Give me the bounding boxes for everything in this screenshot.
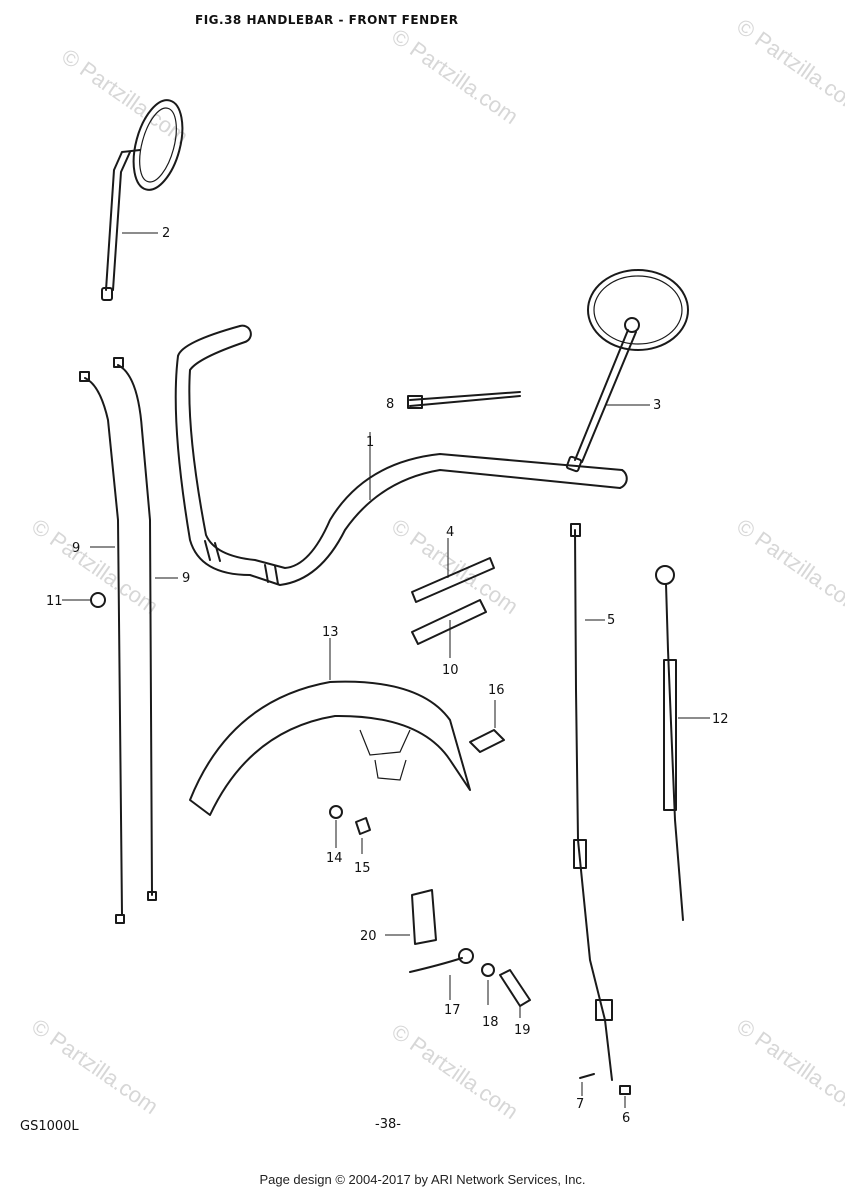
left-mirror: 2 xyxy=(101,99,184,301)
callout-16: 16 xyxy=(488,683,505,698)
callout-13: 13 xyxy=(322,625,339,640)
tachometer-cable: 12 xyxy=(655,565,729,921)
watermark: © Partzilla.com xyxy=(387,1019,523,1125)
callout-4: 4 xyxy=(446,525,454,540)
parts-diagram: FIG.38 HANDLEBAR - FRONT FENDER © Partzi… xyxy=(20,13,845,1134)
watermark: © Partzilla.com xyxy=(732,1014,845,1120)
callout-14: 14 xyxy=(326,851,343,866)
callout-19: 19 xyxy=(514,1023,531,1038)
callout-3: 3 xyxy=(653,398,661,413)
small-bolts: 7 6 xyxy=(576,1073,631,1126)
bracket-assembly: 20 17 18 19 xyxy=(360,889,531,1038)
page-number: -38- xyxy=(375,1117,401,1132)
diagram-title: FIG.38 HANDLEBAR - FRONT FENDER xyxy=(195,13,459,27)
callout-18: 18 xyxy=(482,1015,499,1030)
right-mirror: 3 xyxy=(565,269,689,473)
fender-hardware: 14 15 16 xyxy=(326,683,505,876)
callout-8: 8 xyxy=(386,397,394,412)
callout-11: 11 xyxy=(46,594,63,609)
callout-9-left: 9 xyxy=(72,541,80,556)
watermark: © Partzilla.com xyxy=(57,44,193,150)
callout-15: 15 xyxy=(354,861,371,876)
watermark: © Partzilla.com xyxy=(387,514,523,620)
callout-1: 1 xyxy=(366,435,374,450)
watermark: © Partzilla.com xyxy=(732,514,845,620)
callout-9-right: 9 xyxy=(182,571,190,586)
callout-2: 2 xyxy=(162,226,170,241)
left-cables: 9 9 xyxy=(72,357,190,924)
callout-5: 5 xyxy=(607,613,615,628)
speedometer-cable: 5 xyxy=(570,523,615,1081)
cable-clip: 11 xyxy=(46,592,106,609)
watermark: © Partzilla.com xyxy=(27,1014,163,1120)
callout-17: 17 xyxy=(444,1003,461,1018)
callout-6: 6 xyxy=(622,1111,630,1126)
handlebar-clamps: 4 10 xyxy=(411,525,495,678)
watermark: © Partzilla.com xyxy=(732,14,845,120)
page-footer: Page design © 2004-2017 by ARI Network S… xyxy=(259,1172,586,1187)
bolt-8: 8 xyxy=(386,391,521,412)
callout-20: 20 xyxy=(360,929,377,944)
model-code: GS1000L xyxy=(20,1119,79,1134)
callout-7: 7 xyxy=(576,1097,584,1112)
watermark: © Partzilla.com xyxy=(387,24,523,130)
callout-12: 12 xyxy=(712,712,729,727)
callout-10: 10 xyxy=(442,663,459,678)
front-fender: 13 xyxy=(189,625,471,816)
handlebar: 1 xyxy=(174,324,628,586)
